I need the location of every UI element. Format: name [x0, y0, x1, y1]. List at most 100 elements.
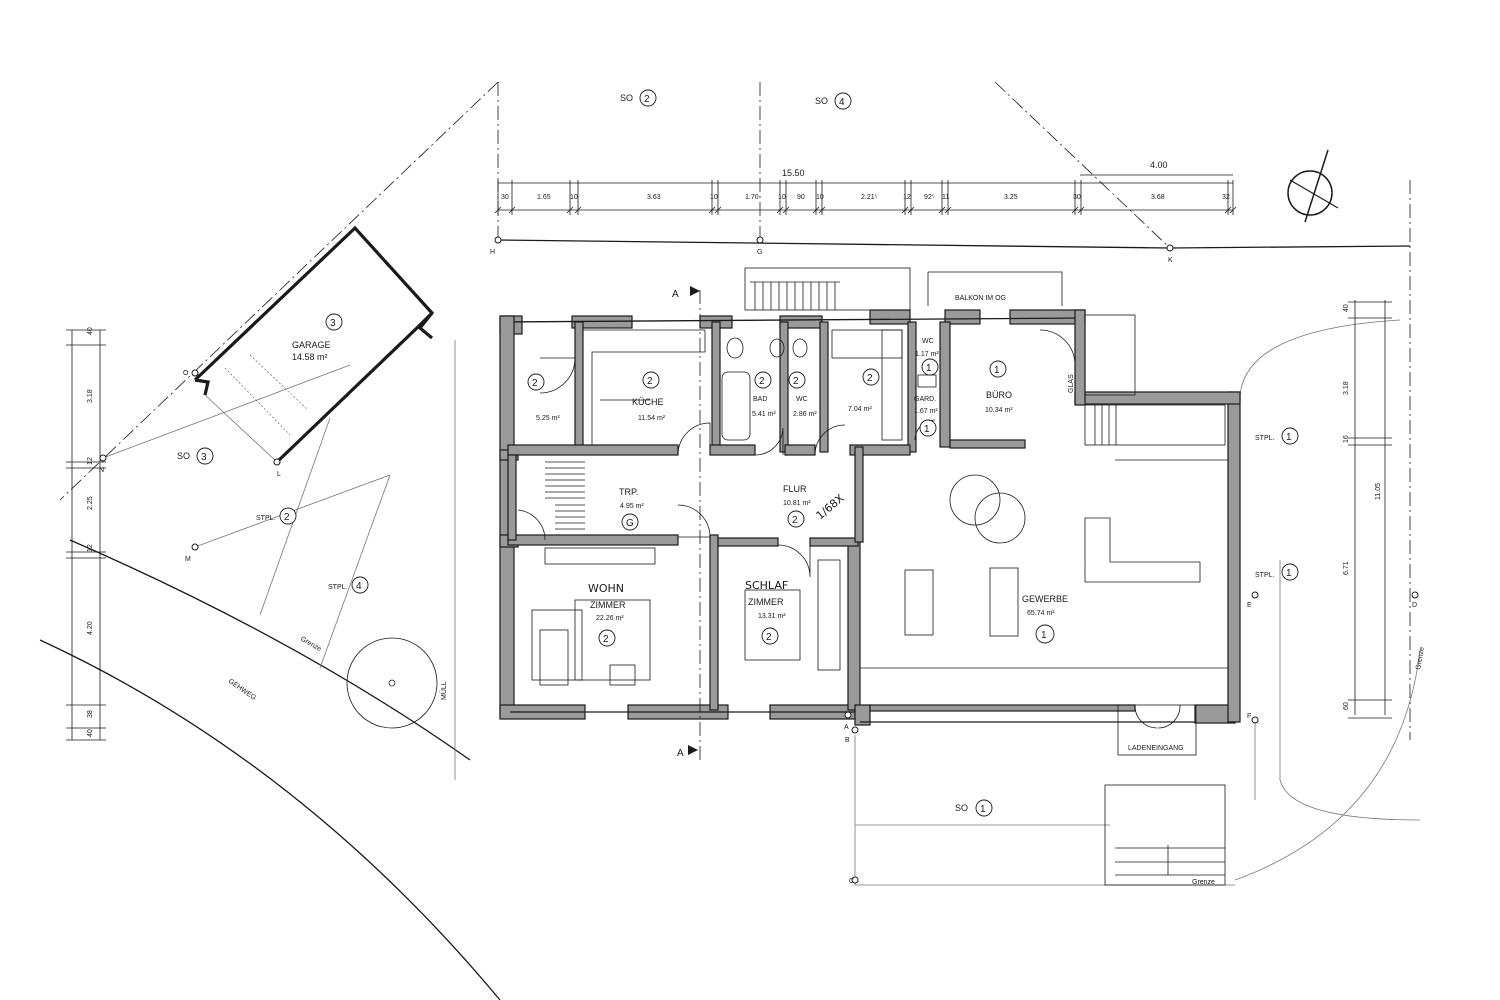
- dim-top-label: 10: [570, 194, 578, 201]
- grid-point-marker: [99, 454, 107, 462]
- zone-so3-num: 3: [201, 452, 207, 463]
- grid-point-marker: [1411, 591, 1419, 599]
- room-labels: GARAGE 14.58 m² 3 2 5.25 m² 2 KÜCHE 11.5…: [292, 313, 1068, 647]
- gard-num: 1: [924, 424, 930, 435]
- garage-num: 3: [330, 318, 336, 329]
- dim-top-label: 11: [942, 194, 949, 201]
- ladeneingang-label: LADENEINGANG: [1128, 745, 1184, 752]
- buero-area: 10.34 m²: [985, 407, 1013, 414]
- grid-point-label: D: [1412, 602, 1417, 609]
- wc2-num: 2: [793, 376, 799, 387]
- grid-point-label: L: [277, 471, 281, 478]
- kueche-num: 2: [647, 376, 653, 387]
- kueche-name: KÜCHE: [632, 397, 664, 407]
- grid-point-label: N: [99, 467, 104, 474]
- stpl-1b-num: 1: [1286, 568, 1292, 579]
- abst-area: 5.25 m²: [536, 415, 560, 422]
- trp-area: 4.95 m²: [620, 503, 644, 510]
- kueche-area: 11.54 m²: [638, 415, 666, 422]
- grid-point-label: F: [1247, 713, 1251, 720]
- flur-name: FLUR: [783, 484, 807, 494]
- grid-point-marker: [756, 236, 764, 244]
- dim-top-label: 10: [778, 194, 786, 201]
- stpl-4-num: 4: [356, 581, 362, 592]
- bad-name: BAD: [753, 396, 767, 403]
- gewerbe-num: 1: [1041, 630, 1047, 641]
- dim-right-label: 11.05: [1375, 483, 1382, 500]
- section-arrow-icon: [688, 745, 698, 755]
- dim-right-label: 3.18: [1343, 381, 1350, 395]
- dim-top-label: 90: [797, 194, 805, 201]
- dim-left-label: 40: [87, 327, 94, 335]
- schlaf-hand: SCHLAF: [745, 579, 788, 592]
- raum704-area: 7.04 m²: [848, 406, 872, 413]
- dim-left-label: 40: [87, 729, 94, 737]
- dim-top-label: 3.25: [1004, 194, 1018, 201]
- building-walls: [499, 309, 1241, 726]
- schlaf-num: 2: [766, 632, 772, 643]
- grid-point-label: E: [1247, 602, 1252, 609]
- grid-point-marker: [273, 458, 281, 466]
- glas-label: GLAS: [1068, 374, 1075, 393]
- trp-num: G: [626, 518, 634, 529]
- dim-left-label: 12: [87, 544, 94, 552]
- dim-top-label: 30: [501, 194, 509, 201]
- stpl-4-label: STPL.: [328, 584, 348, 591]
- stpl-1a-label: STPL.: [1255, 435, 1275, 442]
- dim-top-label: 30: [1073, 194, 1081, 201]
- grid-point-marker: [191, 369, 199, 377]
- buero-num: 1: [994, 365, 1000, 376]
- gewerbe-area: 65.74 m²: [1027, 610, 1055, 617]
- grid-point-label: G: [757, 249, 762, 256]
- dim-total: 15.50: [782, 168, 805, 178]
- grid-point-marker: [191, 543, 199, 551]
- zone-so2-num: 2: [644, 94, 650, 105]
- stpl-1b-label: STPL.: [1255, 572, 1275, 579]
- dim-right-label: 40: [1343, 304, 1350, 312]
- stpl-1a-num: 1: [1286, 432, 1292, 443]
- dim-right-label: 16: [1343, 435, 1350, 443]
- wc1-num: 1: [926, 363, 932, 374]
- grid-point-label: A: [844, 724, 849, 731]
- buero-name: BÜRO: [986, 390, 1012, 400]
- stpl-2-num: 2: [284, 512, 290, 523]
- hand-note: 1/68X: [814, 491, 847, 522]
- zone-so4-label: SO: [815, 96, 828, 106]
- grenze-label-right: Grenze: [1415, 646, 1426, 670]
- schlaf-area: 13.31 m²: [758, 613, 786, 620]
- grid-point-marker: [1166, 244, 1174, 252]
- dim-top-label: 12: [903, 194, 911, 201]
- zone-so4-num: 4: [839, 97, 845, 108]
- wohn-num: 2: [603, 634, 609, 645]
- dim-top-label: 10: [816, 194, 824, 201]
- trp-name: TRP.: [619, 487, 638, 497]
- garage-area: 14.58 m²: [292, 352, 328, 362]
- dim-left-label: 3.18: [87, 389, 94, 403]
- parking-labels: STPL. 2 STPL. 4 STPL. 1 STPL. 1: [256, 427, 1299, 594]
- dim-top-label: 2.21⁵: [861, 194, 878, 201]
- grid-point-marker: [1251, 716, 1259, 724]
- dim-top-label: 3.63: [647, 194, 661, 201]
- dim-right-label: 60: [1343, 702, 1350, 710]
- wc2-name: WC: [796, 396, 808, 403]
- grid-point-label: O: [183, 370, 189, 377]
- wohn-area: 22.26 m²: [596, 615, 624, 622]
- section-arrow-icon: [690, 286, 700, 296]
- dim-top-label: 10: [710, 194, 718, 201]
- grid-point-marker: [851, 876, 859, 884]
- bad-area: 5.41 m²: [752, 411, 776, 418]
- dim-top-label: 3.68: [1151, 194, 1165, 201]
- garage-name: GARAGE: [292, 340, 331, 350]
- grid-point-marker: [494, 236, 502, 244]
- zone-so1-num: 1: [980, 804, 986, 815]
- zone-so2-label: SO: [620, 93, 633, 103]
- wc1-name: WC: [922, 338, 934, 345]
- gard-name: GARD.: [914, 396, 936, 403]
- section-a-bottom: A: [677, 748, 684, 759]
- muell-label: MÜLL: [440, 681, 448, 700]
